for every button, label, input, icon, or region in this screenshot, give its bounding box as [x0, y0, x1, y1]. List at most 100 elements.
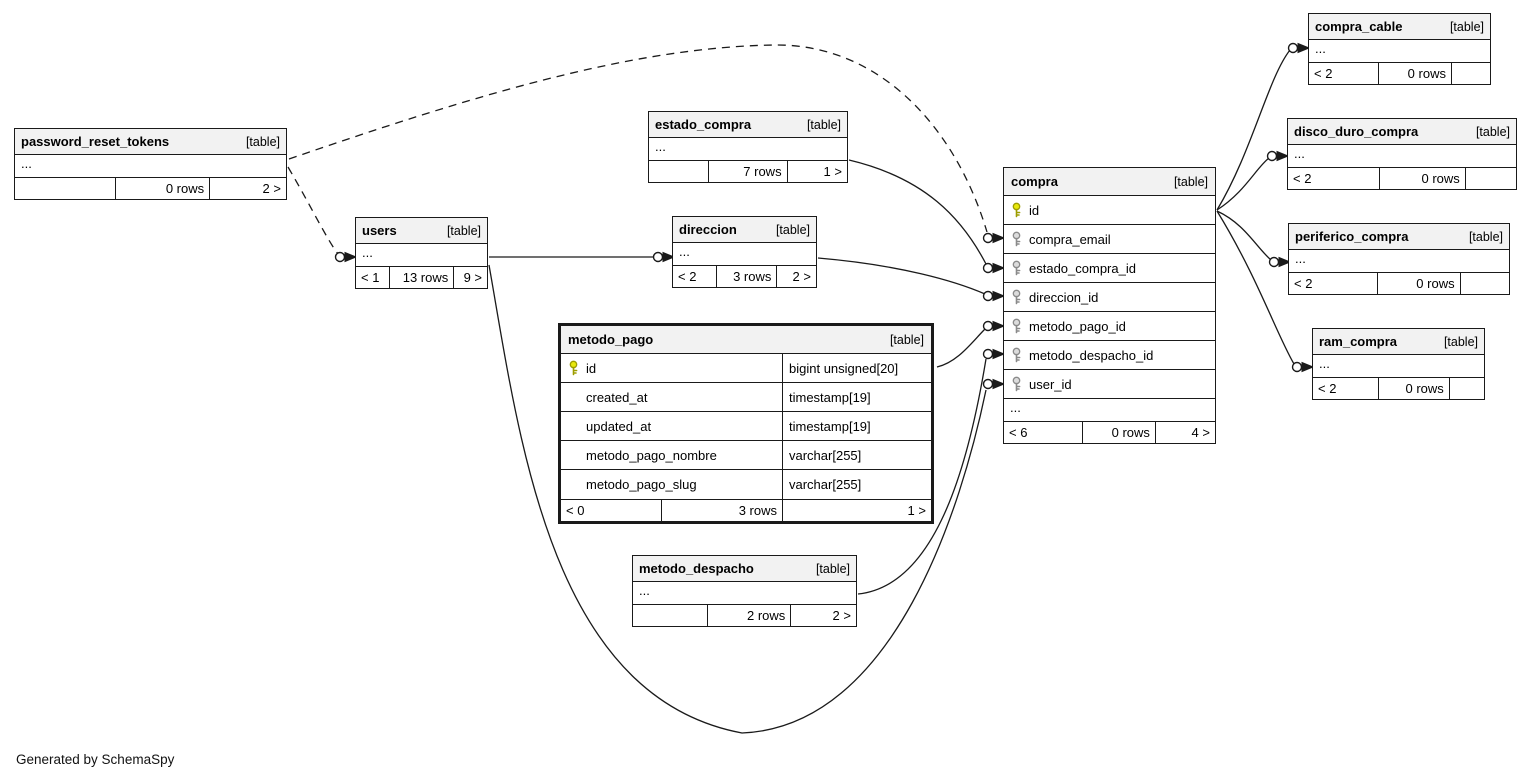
fk-endpoint-compra-email [982, 232, 1006, 244]
table-footer: < 1 13 rows 9 > [356, 267, 487, 288]
children-count: 2 > [262, 181, 281, 196]
children-count [1466, 168, 1516, 189]
table-name[interactable]: metodo_pago [568, 332, 654, 347]
table-ram-compra[interactable]: ram_compra[table] ... < 2 0 rows [1312, 328, 1485, 400]
table-footer: < 2 0 rows [1309, 63, 1490, 84]
table-metodo-despacho[interactable]: metodo_despacho [table] ... 2 rows 2 > [632, 555, 857, 627]
edge-password-reset-tokens-to-users [287, 166, 339, 255]
table-users[interactable]: users[table] ... < 1 13 rows 9 > [355, 217, 488, 289]
row-count: 3 rows [715, 266, 778, 287]
table-metodo-pago[interactable]: metodo_pago[table] id bigint unsigned[20… [558, 323, 934, 524]
fk-endpoint-periferico-compra [1268, 256, 1292, 268]
row-count: 0 rows [1377, 63, 1452, 84]
table-footer: < 2 0 rows [1313, 378, 1484, 399]
column-name: estado_compra_id [1029, 260, 1136, 276]
fk-endpoint-ram-compra [1291, 361, 1315, 373]
children-count: 1 > [907, 503, 926, 518]
collapsed-columns: ... [356, 244, 487, 267]
children-count [1461, 273, 1509, 294]
table-compra[interactable]: compra[table] id compra_email estado_com… [1003, 167, 1216, 444]
table-name[interactable]: disco_duro_compra [1294, 124, 1419, 139]
table-footer: 2 rows 2 > [633, 605, 856, 626]
table-periferico-compra[interactable]: periferico_compra[table] ... < 2 0 rows [1288, 223, 1510, 295]
table-header: direccion[table] [673, 217, 816, 243]
column-type: timestamp[19] [789, 418, 871, 434]
row-count: 0 rows [1379, 168, 1466, 189]
column-row: created_at timestamp[19] [561, 383, 931, 412]
column-name: metodo_pago_id [1029, 318, 1126, 334]
column-row: updated_at timestamp[19] [561, 412, 931, 441]
column-row: metodo_pago_slug varchar[255] [561, 470, 931, 499]
table-name[interactable]: password_reset_tokens [21, 134, 170, 149]
row-count: 3 rows [660, 500, 783, 521]
collapsed-columns: ... [1288, 145, 1516, 168]
foreign-key-icon [1012, 376, 1021, 392]
table-disco-duro-compra[interactable]: disco_duro_compra[table] ... < 2 0 rows [1287, 118, 1517, 190]
table-compra-cable[interactable]: compra_cable [table] ... < 2 0 rows [1308, 13, 1491, 85]
column-type: timestamp[19] [789, 389, 871, 405]
edge-compra-to-periferico-compra [1216, 210, 1272, 261]
fk-endpoint-compra-cable [1287, 42, 1311, 54]
table-name[interactable]: compra [1011, 174, 1058, 189]
children-count [1452, 63, 1490, 84]
foreign-key-icon [1012, 347, 1021, 363]
parents-count: < 2 [678, 269, 697, 284]
column-row: compra_email [1004, 225, 1215, 254]
table-type-tag: [table] [1449, 19, 1484, 34]
table-header: password_reset_tokens[table] [15, 129, 286, 155]
foreign-key-icon [1012, 260, 1021, 276]
row-count: 7 rows [708, 161, 788, 182]
row-count: 0 rows [1377, 378, 1450, 399]
row-count: 0 rows [1082, 422, 1156, 443]
collapsed-columns: ... [15, 155, 286, 178]
generator-note: Generated by SchemaSpy [16, 752, 175, 767]
table-footer: 7 rows 1 > [649, 161, 847, 182]
table-footer: < 6 0 rows 4 > [1004, 422, 1215, 443]
edge-metodo-pago-to-compra [936, 328, 986, 368]
parents-count: < 2 [1294, 276, 1313, 291]
table-password-reset-tokens[interactable]: password_reset_tokens[table] ... 0 rows … [14, 128, 287, 200]
column-row: estado_compra_id [1004, 254, 1215, 283]
table-name[interactable]: ram_compra [1319, 334, 1398, 349]
table-header: estado_compra[table] [649, 112, 847, 138]
table-footer: < 2 0 rows [1288, 168, 1516, 189]
collapsed-columns: ... [1309, 40, 1490, 63]
foreign-key-icon [1012, 231, 1021, 247]
table-header: periferico_compra[table] [1289, 224, 1509, 250]
parents-count [15, 178, 115, 199]
table-direccion[interactable]: direccion[table] ... < 2 3 rows 2 > [672, 216, 817, 288]
table-name[interactable]: periferico_compra [1295, 229, 1409, 244]
column-type: varchar[255] [789, 447, 862, 463]
column-name: created_at [586, 389, 648, 405]
table-name[interactable]: estado_compra [655, 117, 752, 132]
fk-endpoint-user-id [982, 378, 1006, 390]
column-name: metodo_pago_slug [586, 477, 697, 492]
edge-compra-to-ram-compra [1216, 210, 1295, 365]
table-type-tag: [table] [815, 561, 850, 576]
foreign-key-icon [1012, 289, 1021, 305]
parents-count: < 2 [1293, 171, 1312, 186]
column-row: direccion_id [1004, 283, 1215, 312]
column-type: bigint unsigned[20] [789, 360, 899, 376]
collapsed-columns: ... [633, 582, 856, 605]
table-type-tag: [table] [1173, 174, 1208, 189]
table-name[interactable]: compra_cable [1315, 19, 1403, 34]
table-header: metodo_pago[table] [561, 326, 931, 354]
table-name[interactable]: direccion [679, 222, 737, 237]
table-header: metodo_despacho [table] [633, 556, 856, 582]
table-name[interactable]: metodo_despacho [639, 561, 754, 576]
edge-estado-compra-to-compra [848, 159, 987, 265]
table-footer: 0 rows 2 > [15, 178, 286, 199]
row-count: 2 rows [706, 605, 792, 626]
row-count: 0 rows [1377, 273, 1461, 294]
table-name[interactable]: users [362, 223, 397, 238]
primary-key-icon [569, 360, 578, 376]
column-row: metodo_pago_id [1004, 312, 1215, 341]
children-count: 2 > [792, 269, 811, 284]
children-count: 4 > [1191, 425, 1210, 440]
table-header: compra [table] [1004, 168, 1215, 196]
table-estado-compra[interactable]: estado_compra[table] ... 7 rows 1 > [648, 111, 848, 183]
collapsed-columns: ... [649, 138, 847, 161]
column-name: id [586, 360, 597, 376]
children-count: 1 > [823, 164, 842, 179]
